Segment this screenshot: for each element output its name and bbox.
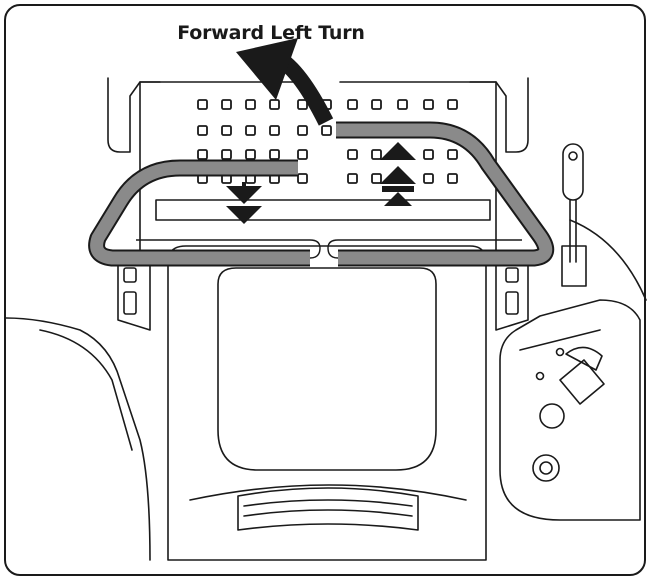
throttle-plate	[559, 359, 605, 405]
forward-arrow-3	[384, 192, 412, 206]
deck-lift-bracket	[561, 245, 587, 287]
panel-hole	[221, 149, 232, 160]
back-arrow-1	[226, 186, 262, 204]
rear-frame-outline-right	[469, 77, 529, 153]
left-bracket-bolt-bottom	[123, 291, 137, 315]
panel-hole	[423, 149, 434, 160]
panel-hole	[347, 149, 358, 160]
panel-hole	[423, 173, 434, 184]
turn-arrow	[236, 38, 334, 126]
diagram-title: Forward Left Turn	[177, 22, 365, 44]
seat-handle-grooves	[243, 499, 413, 517]
panel-hole	[321, 125, 332, 136]
ignition-key	[539, 461, 553, 475]
seat-handle	[237, 487, 419, 531]
seat-back	[167, 245, 487, 561]
panel-hole	[297, 99, 308, 110]
panel-hole	[197, 149, 208, 160]
right-fender	[569, 219, 647, 301]
right-motion-lever	[327, 121, 555, 267]
panel-hole	[447, 99, 458, 110]
left-motion-lever	[88, 159, 321, 267]
console-screw-2	[535, 371, 545, 381]
panel-hole	[297, 173, 308, 184]
ignition-switch	[532, 454, 560, 482]
panel-hole	[371, 149, 382, 160]
panel-hole	[297, 149, 308, 160]
panel-hole	[423, 99, 434, 110]
panel-hole	[347, 99, 358, 110]
panel-hole	[447, 149, 458, 160]
choke-knob	[539, 403, 565, 429]
panel-hole	[221, 125, 232, 136]
throttle-lever	[565, 346, 603, 371]
panel-hole	[447, 173, 458, 184]
deck-lift-handle	[562, 143, 584, 201]
panel-hole	[371, 173, 382, 184]
left-bracket-bolt-top	[123, 267, 137, 283]
forward-arrow-1	[380, 142, 416, 160]
panel-hole	[197, 99, 208, 110]
panel-hole	[197, 125, 208, 136]
back-arrows	[226, 182, 262, 224]
panel-hole	[269, 149, 280, 160]
rear-frame-outline	[107, 77, 161, 153]
deck-lift-shaft	[569, 199, 577, 263]
panel-hole	[245, 149, 256, 160]
right-bracket-bolt-bottom	[505, 291, 519, 315]
right-console-edge	[519, 329, 601, 351]
panel-hole	[269, 125, 280, 136]
back-arrow-2	[226, 206, 262, 224]
panel-hole	[245, 125, 256, 136]
panel-hole	[297, 125, 308, 136]
panel-hole	[269, 99, 280, 110]
forward-arrow-2	[380, 166, 416, 184]
right-console	[499, 299, 641, 521]
deck-lift-knob	[568, 151, 578, 161]
right-bracket-bolt-top	[505, 267, 519, 283]
panel-hole	[245, 99, 256, 110]
seat-cushion-line	[189, 484, 467, 501]
panel-hole-grid	[197, 99, 458, 184]
forward-arrows	[380, 142, 416, 206]
cross-bar	[155, 199, 491, 221]
panel-hole	[371, 99, 382, 110]
right-bracket	[495, 257, 529, 331]
left-fender	[5, 317, 151, 561]
left-fender-inner	[39, 329, 133, 451]
panel-hole	[347, 173, 358, 184]
console-screw-1	[555, 347, 565, 357]
left-bracket	[117, 257, 151, 331]
panel-hole	[221, 99, 232, 110]
seat-back-panel	[217, 267, 437, 471]
panel-hole	[397, 99, 408, 110]
